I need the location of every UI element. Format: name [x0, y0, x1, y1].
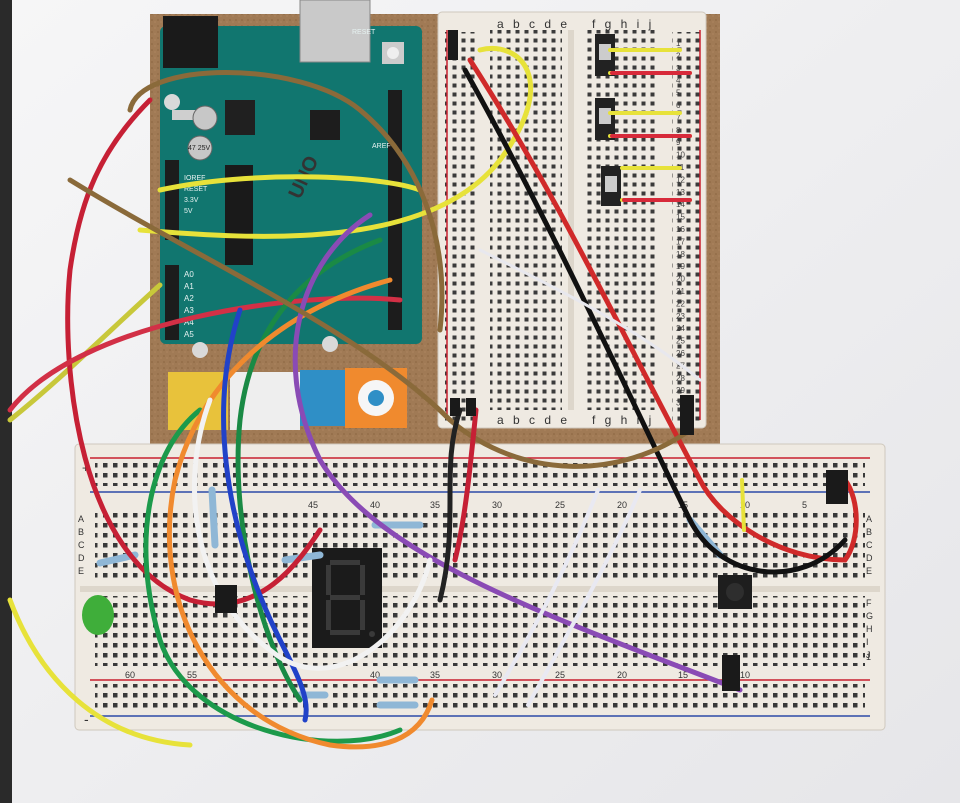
large-bb-row-letter: C	[866, 540, 873, 550]
small-bb-row-number: 2	[676, 51, 681, 60]
large-bb-row-letter: H	[866, 624, 873, 634]
small-bb-row-number: 23	[676, 312, 685, 321]
aref-label: AREF	[372, 143, 391, 150]
large-bb-row-letter: D	[866, 553, 873, 563]
large-bb-top-number: 5	[802, 500, 807, 510]
small-bb-row-number: 29	[676, 386, 685, 395]
small-bb-row-number: 8	[676, 126, 681, 135]
small-bb-row-number: 25	[676, 337, 685, 346]
pin-a1: A1	[184, 282, 194, 291]
small-bb-row-number: 13	[676, 188, 685, 197]
small-bb-cols-right-top: f g h i j	[592, 17, 654, 31]
small-bb-row-number: 5	[676, 89, 681, 98]
large-bb-row-letter: A	[866, 514, 872, 524]
digital-header	[388, 90, 402, 330]
jumper-wires	[7, 46, 859, 750]
small-bb-row-number: 16	[676, 225, 685, 234]
large-bb-right-number: 1	[866, 652, 871, 662]
sticker-blue	[300, 370, 345, 426]
small-bb-cols-right-bottom: f g h i j	[592, 413, 654, 427]
large-bb-bottom-number: 35	[430, 670, 440, 680]
small-bb-row-number: 10	[676, 151, 685, 160]
rail-minus-sign: -	[84, 711, 89, 727]
large-bb-row-letter: E	[78, 566, 84, 576]
small-bb-row-number: 24	[676, 324, 685, 333]
large-bb-top-number: 40	[370, 500, 380, 510]
green-led	[82, 595, 114, 635]
small-bb-row-number: 18	[676, 250, 685, 259]
photo-left-edge	[0, 0, 12, 803]
large-bb-row-letter: I	[866, 637, 869, 647]
small-bb-row-number: 1	[676, 39, 681, 48]
large-bb-row-letter: F	[866, 598, 872, 608]
capacitor-icon	[192, 105, 218, 131]
pin-5v: 5V	[184, 208, 193, 215]
power-header	[165, 160, 179, 240]
pin-a2: A2	[184, 294, 194, 303]
small-bb-row-number: 19	[676, 262, 685, 271]
pin-a3: A3	[184, 306, 194, 315]
large-bb-bottom-number: 20	[617, 670, 627, 680]
small-bb-row-number: 14	[676, 200, 685, 209]
large-bb-top-number: 45	[308, 500, 318, 510]
pin-reset: RESET	[184, 186, 208, 193]
reset-label: RESET	[352, 29, 376, 36]
large-bb-bottom-number: 15	[678, 670, 688, 680]
large-bb-top-number: 20	[617, 500, 627, 510]
large-bb-row-letter: E	[866, 566, 872, 576]
large-bb-row-letter: G	[866, 611, 873, 621]
large-bb-row-letter: J	[866, 650, 871, 660]
large-bb-top-number: 30	[492, 500, 502, 510]
analog-header	[165, 265, 179, 340]
large-bb-row-letter: C	[78, 540, 85, 550]
small-bb-row-number: 20	[676, 275, 685, 284]
pin-a5: A5	[184, 330, 194, 339]
large-bb-bottom-number: 25	[555, 670, 565, 680]
small-bb-row-number: 22	[676, 299, 685, 308]
large-bb-bottom-number: 30	[492, 670, 502, 680]
push-button	[718, 575, 752, 609]
small-bb-row-number: 21	[676, 287, 685, 296]
large-bb-bottom-number: 40	[370, 670, 380, 680]
large-bb-bottom-number: 60	[125, 670, 135, 680]
large-bb-top-number: 25	[555, 500, 565, 510]
pin-a0: A0	[184, 270, 194, 279]
small-bb-cols-left-top: a b c d e	[497, 17, 570, 31]
large-bb-row-letter: A	[78, 514, 84, 524]
small-bb-row-number: 7	[676, 113, 681, 122]
small-bb-row-number: 15	[676, 213, 685, 222]
capacitor-label: 47 25V	[188, 145, 211, 152]
dc-jack	[163, 16, 218, 68]
large-bb-top-number: 10	[740, 500, 750, 510]
large-bb-row-letter: D	[78, 553, 85, 563]
large-bb-row-letter: B	[866, 527, 872, 537]
small-bb-row-number: 3	[676, 64, 681, 73]
usb-connector	[299, 0, 371, 63]
pin-a4: A4	[184, 318, 194, 327]
small-bb-row-number: 4	[676, 76, 681, 85]
large-bb-bottom-number: 10	[740, 670, 750, 680]
seven-segment-display	[312, 548, 382, 648]
small-bb-row-number: 17	[676, 237, 685, 246]
pin-ioref: IOREF	[184, 175, 205, 182]
small-bb-row-number: 9	[676, 138, 681, 147]
header-pins	[215, 30, 848, 691]
large-bb-bottom-number: 55	[187, 670, 197, 680]
small-bb-row-number: 12	[676, 175, 685, 184]
pin-3v3: 3.3V	[184, 197, 199, 204]
small-bb-row-number: 6	[676, 101, 681, 110]
large-bb-bottom-numbers: 60 55 40 35 30 25 20 15 10	[125, 670, 750, 680]
large-bb-top-number: 35	[430, 500, 440, 510]
small-bb-row-number: 28	[676, 374, 685, 383]
large-bb-row-letter: B	[78, 527, 84, 537]
slide-switches	[595, 34, 621, 206]
small-bb-cols-left-bottom: a b c d e	[497, 413, 570, 427]
small-bb-row-number: 26	[676, 349, 685, 358]
